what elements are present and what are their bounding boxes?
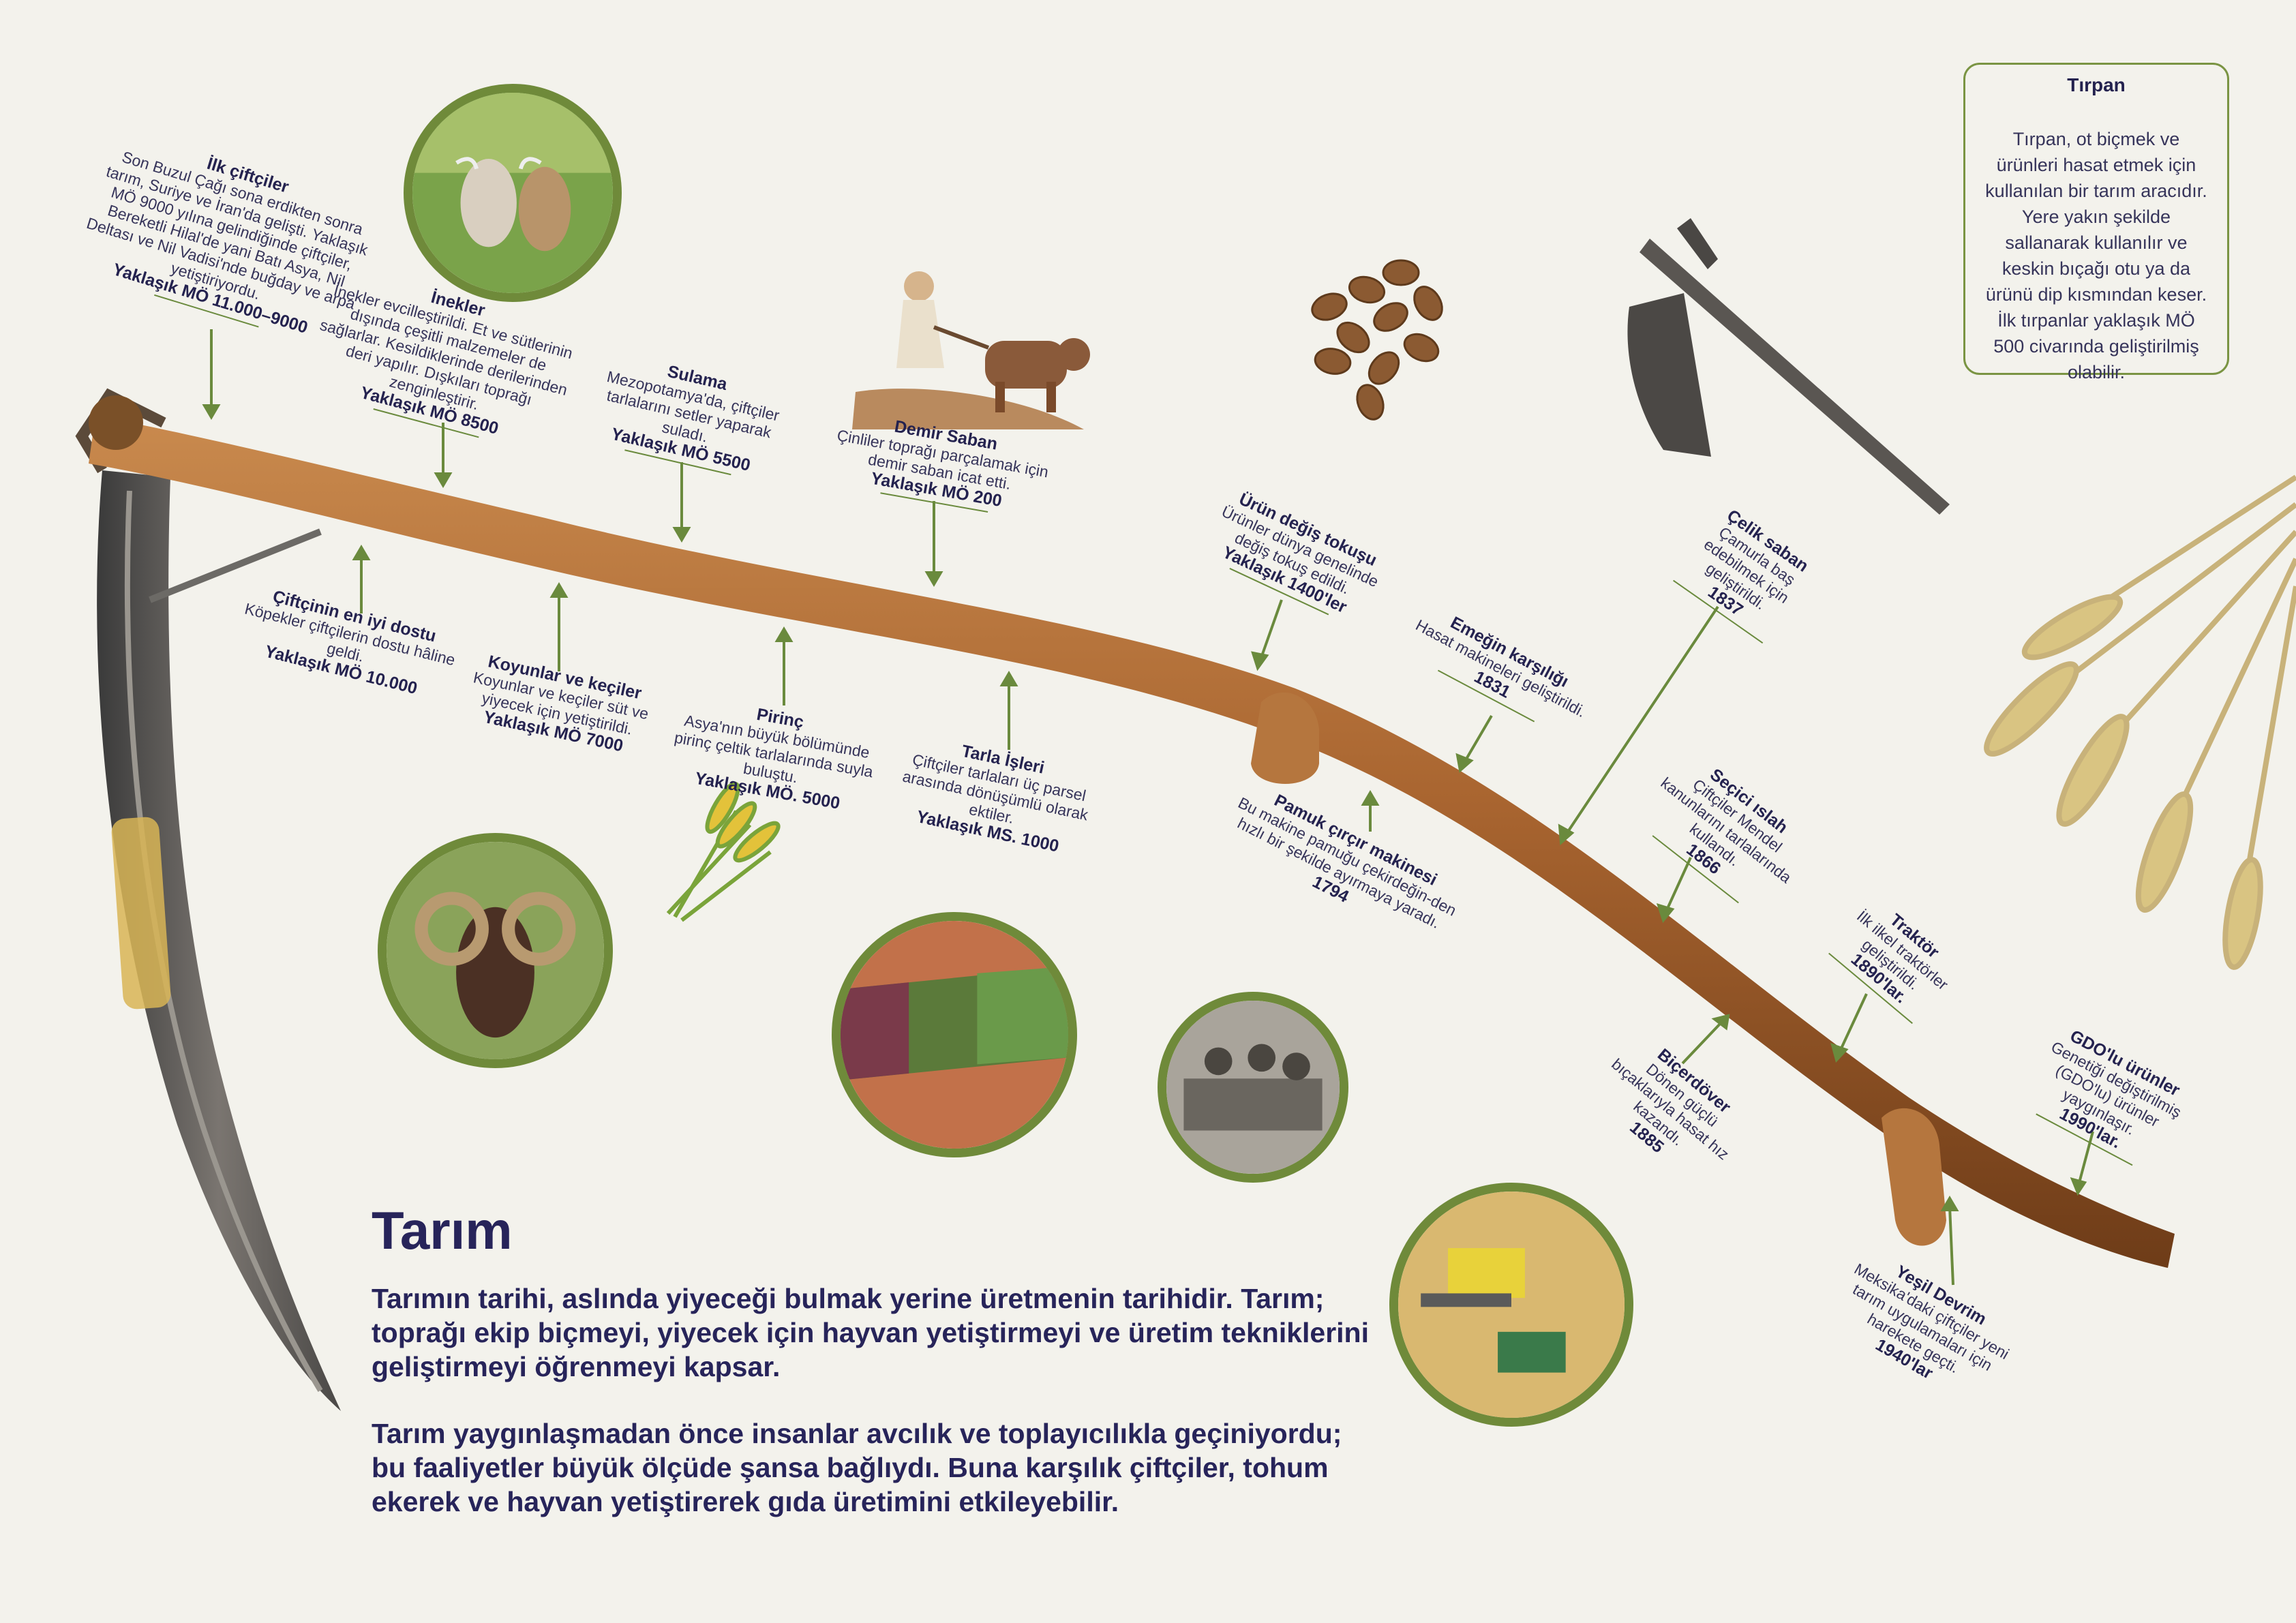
info-title: Tırpan — [2067, 74, 2126, 95]
plough-illustration-image — [852, 271, 1090, 429]
fields-image — [832, 912, 1077, 1157]
intro-paragraph-2: Tarım yaygınlaşmadan önce insanlar avcıl… — [372, 1418, 1342, 1517]
ram-image — [378, 833, 613, 1068]
coffee-beans-image — [1311, 259, 1443, 421]
info-text: Tırpan, ot biçmek ve ürünleri hasat etme… — [1985, 129, 2207, 382]
info-box: Tırpan Tırpan, ot biçmek ve ürünleri has… — [1963, 63, 2229, 382]
scythe-handle — [89, 416, 2175, 1268]
intro-paragraph-1: Tarımın tarihi, aslında yiyeceği bulmak … — [372, 1283, 1369, 1382]
rice-image — [666, 781, 781, 922]
cows-image — [404, 84, 622, 302]
cotton-gin-image — [1158, 992, 1348, 1183]
page-title: Tarım — [372, 1200, 513, 1260]
combine-image — [1389, 1183, 1633, 1427]
steel-plough-image — [1627, 218, 1950, 515]
scythe-blade — [97, 470, 341, 1411]
wheat-image — [1984, 474, 2296, 970]
